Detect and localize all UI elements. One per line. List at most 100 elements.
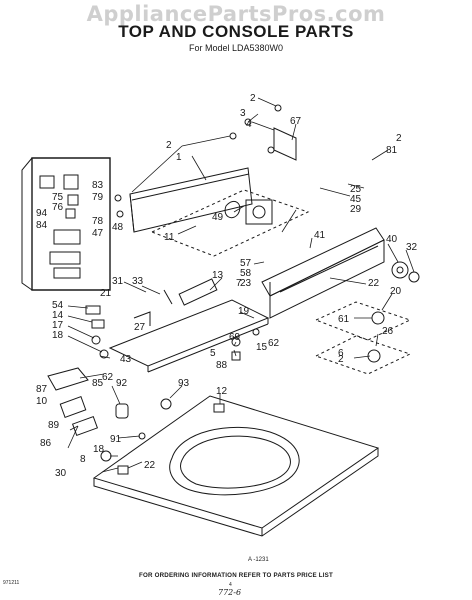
callout-number: 2 — [166, 140, 172, 151]
back-panel — [114, 132, 253, 233]
callout-number: 2 — [338, 354, 344, 365]
handle-7 — [178, 278, 218, 306]
callout-number: 25 — [350, 184, 362, 195]
callout-number: 85 — [92, 378, 104, 389]
model-subtitle: For Model LDA5380W0 — [188, 43, 284, 53]
callout-number: 22 — [144, 460, 156, 471]
callout-number: 62 — [268, 338, 280, 349]
top-cover — [92, 395, 380, 537]
ordering-note: FOR ORDERING INFORMATION REFER TO PARTS … — [139, 572, 333, 579]
callout-number: 12 — [216, 386, 228, 397]
footer-left-code: 971211 — [3, 580, 20, 586]
callout-number: 18 — [52, 330, 64, 341]
callout-number: 41 — [314, 230, 326, 241]
callout-number: 54 — [52, 300, 64, 311]
lid-panel — [108, 278, 270, 373]
inset-parts-box — [21, 157, 111, 291]
callout-number: 27 — [134, 322, 146, 333]
callout-number: 4 — [246, 119, 252, 130]
callout-number: 79 — [92, 192, 104, 203]
timer-mount-area — [150, 189, 310, 257]
screw — [267, 146, 275, 154]
callout-number: 8 — [80, 454, 86, 465]
switch-part — [49, 251, 81, 265]
callout-number: 49 — [212, 212, 224, 223]
callout-number: 94 — [36, 208, 48, 219]
callout-number: 2 — [396, 133, 402, 144]
switch-part — [39, 175, 55, 189]
lid-hardware — [85, 305, 260, 361]
watermark: AppliancePartsPros.com — [86, 2, 386, 26]
callout-number: 57 — [240, 258, 252, 269]
callout-number: 17 — [52, 320, 64, 331]
callout-number: 78 — [92, 216, 104, 227]
callout-number: 62 — [102, 372, 114, 383]
callout-number: 32 — [406, 242, 418, 253]
screw — [114, 194, 122, 202]
page-number: 4 — [229, 582, 232, 588]
callout-number: 29 — [350, 204, 362, 215]
knob-57 — [391, 261, 409, 279]
knob-62 — [371, 311, 385, 325]
callout-number: 92 — [116, 378, 128, 389]
callout-number: 3 — [240, 108, 246, 119]
callout-number: 91 — [110, 434, 122, 445]
screw — [244, 118, 252, 126]
callout-number: 31 — [112, 276, 124, 287]
callout-number: 89 — [48, 420, 60, 431]
callout-number: 69 — [229, 332, 241, 343]
callout-number: 75 — [52, 192, 64, 203]
switch-part — [67, 194, 79, 206]
console-rail — [261, 227, 420, 319]
callout-number: 93 — [178, 378, 190, 389]
callout-number: 23 — [240, 278, 252, 289]
callout-number: 5 — [210, 348, 216, 359]
screw — [274, 104, 282, 112]
callout-number: 30 — [55, 468, 67, 479]
callout-number: 33 — [132, 276, 144, 287]
screw — [229, 132, 237, 140]
knob-58 — [408, 271, 420, 283]
latch-assembly — [47, 367, 129, 437]
callout-number: 43 — [120, 354, 132, 365]
tub-opening — [169, 426, 300, 496]
callout-number: 15 — [256, 342, 268, 353]
switch-part — [65, 208, 76, 219]
callout-number: 26 — [382, 326, 394, 337]
callout-number: 47 — [92, 228, 104, 239]
callout-number: 13 — [212, 270, 224, 281]
diagram-code: A -1231 — [248, 557, 269, 563]
callout-number: 40 — [386, 234, 398, 245]
handwritten-note: 772-6 — [218, 588, 242, 597]
knob-trays — [314, 301, 412, 375]
wire-clip — [224, 201, 241, 219]
timer — [245, 199, 273, 225]
callout-number: 6 — [338, 348, 344, 359]
callout-number: 86 — [40, 438, 52, 449]
bracket-67 — [244, 104, 297, 161]
screw — [116, 210, 124, 218]
callout-number: 19 — [238, 306, 250, 317]
callout-number: 10 — [36, 396, 48, 407]
callout-number: 7 — [236, 278, 242, 289]
switch-part — [63, 174, 79, 190]
callout-number: 67 — [290, 116, 302, 127]
callout-number: 1 — [176, 152, 182, 163]
switch-part — [53, 267, 81, 279]
callout-number: 11 — [164, 232, 175, 243]
callout-number: 81 — [386, 145, 398, 156]
callout-number: 58 — [240, 268, 252, 279]
part-10 — [213, 403, 225, 413]
callout-number: 83 — [92, 180, 104, 191]
callout-number: 48 — [112, 222, 124, 233]
callout-number: 21 — [100, 288, 112, 299]
leader-lines — [67, 97, 415, 473]
page-title: TOP AND CONSOLE PARTS — [118, 22, 354, 41]
callout-number: 84 — [36, 220, 48, 231]
callout-number: 2 — [250, 93, 256, 104]
callout-number: 88 — [216, 360, 228, 371]
callout-number: 22 — [368, 278, 380, 289]
part-9 — [117, 465, 129, 475]
